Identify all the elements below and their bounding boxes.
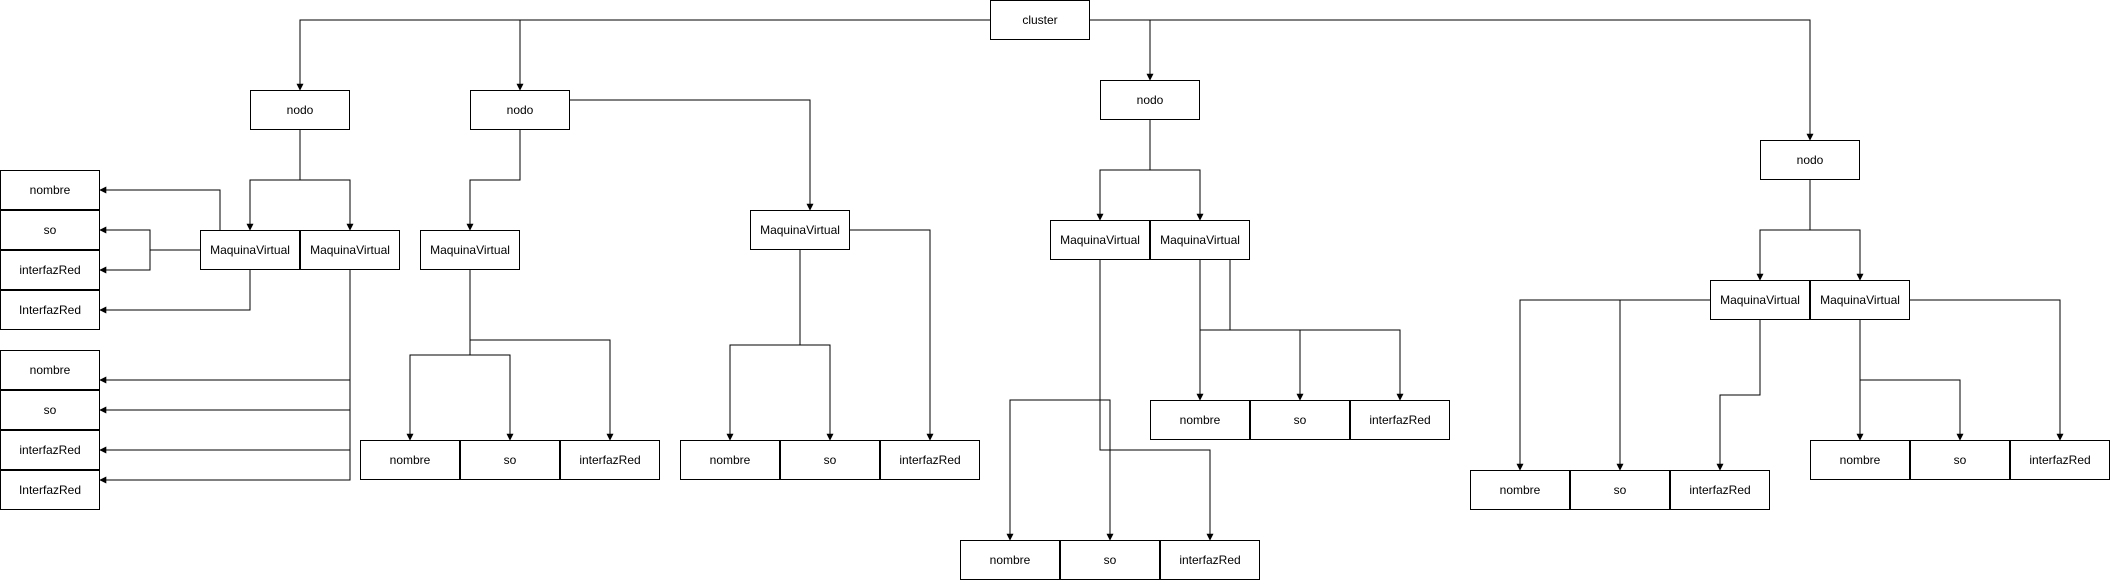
edge-vm4b-h-so [1859, 320, 1964, 441]
edge-cluster-nodo1 [296, 19, 990, 91]
edge-vm1b-b-nombre [99, 270, 351, 384]
attr-interfazred-f[interactable]: interfazRed [1160, 540, 1260, 580]
maquina-virtual-4b[interactable]: MaquinaVirtual [1810, 280, 1910, 320]
attr-nombre-a[interactable]: nombre [0, 170, 100, 210]
edge-vm4a-g-nombre [1516, 299, 1710, 471]
edge-cluster-nodo3 [1090, 19, 1154, 81]
attr-nombre-e[interactable]: nombre [1150, 400, 1250, 440]
edge-nodo1-vm1b [299, 130, 354, 231]
edge-vm3a-f-nombre [1006, 260, 1101, 541]
edge-nodo1-vm1a [246, 130, 301, 231]
edge-vm3a-f-so [1099, 260, 1114, 541]
edge-vm4a-g-so [1616, 299, 1710, 471]
edge-cluster-nodo2 [516, 19, 990, 91]
attr-so-f[interactable]: so [1060, 540, 1160, 580]
attr-nombre-b[interactable]: nombre [0, 350, 100, 390]
attr-interfazred-g[interactable]: interfazRed [1670, 470, 1770, 510]
attr-interfazred-b[interactable]: interfazRed [0, 430, 100, 470]
edge-nodo3-vm3a [1096, 120, 1151, 221]
attr-nombre-c[interactable]: nombre [360, 440, 460, 480]
attr-interfazred-cap-a[interactable]: InterfazRed [0, 290, 100, 330]
connector-lines [99, 19, 2064, 541]
edge-nodo2-vm2b [570, 99, 814, 211]
attr-interfazred-e[interactable]: interfazRed [1350, 400, 1450, 440]
maquina-virtual-3b[interactable]: MaquinaVirtual [1150, 220, 1250, 260]
nodo-node-4[interactable]: nodo [1760, 140, 1860, 180]
nodo-node-2[interactable]: nodo [470, 90, 570, 130]
attr-interfazred-h[interactable]: interfazRed [2010, 440, 2110, 480]
edge-vm1b-b-interfazRed [99, 270, 351, 454]
edge-vm1b-b-so [99, 270, 351, 414]
attr-so-a[interactable]: so [0, 210, 100, 250]
edge-vm3b-e-interfazRed [1229, 260, 1404, 401]
maquina-virtual-1b[interactable]: MaquinaVirtual [300, 230, 400, 270]
edge-nodo4-vm4b [1809, 180, 1864, 281]
edge-vm2a-c-so [469, 270, 514, 441]
attr-nombre-f[interactable]: nombre [960, 540, 1060, 580]
attr-nombre-g[interactable]: nombre [1470, 470, 1570, 510]
edge-vm2b-d-nombre [726, 250, 801, 441]
edge-nodo2-vm2a [466, 130, 521, 231]
attr-interfazred-d[interactable]: interfazRed [880, 440, 980, 480]
edge-vm1a-a-nombre [99, 186, 221, 230]
maquina-virtual-3a[interactable]: MaquinaVirtual [1050, 220, 1150, 260]
nodo-node-3[interactable]: nodo [1100, 80, 1200, 120]
attr-interfazred-c[interactable]: interfazRed [560, 440, 660, 480]
maquina-virtual-1a[interactable]: MaquinaVirtual [200, 230, 300, 270]
attr-interfazred-cap-b[interactable]: InterfazRed [0, 470, 100, 510]
maquina-virtual-2a[interactable]: MaquinaVirtual [420, 230, 520, 270]
edge-vm4b-h-interfazRed [1910, 299, 2064, 441]
edge-vm2a-c-interfazRed [469, 270, 614, 441]
edge-vm3a-f-interfazRed [1099, 260, 1214, 541]
attr-so-b[interactable]: so [0, 390, 100, 430]
edge-nodo4-vm4a [1756, 180, 1811, 281]
maquina-virtual-4a[interactable]: MaquinaVirtual [1710, 280, 1810, 320]
attr-so-h[interactable]: so [1910, 440, 2010, 480]
edge-vm4a-g-interfazRed [1716, 320, 1761, 471]
attr-so-g[interactable]: so [1570, 470, 1670, 510]
edge-vm1a-a-so [99, 226, 200, 251]
edge-cluster-nodo4 [1090, 19, 1814, 141]
edge-vm1a-a-InterfazRed [99, 270, 251, 314]
cluster-node[interactable]: cluster [990, 0, 1090, 40]
attr-nombre-h[interactable]: nombre [1810, 440, 1910, 480]
attr-nombre-d[interactable]: nombre [680, 440, 780, 480]
edge-vm1a-a-interfazRed [99, 250, 151, 274]
attr-interfazred-a[interactable]: interfazRed [0, 250, 100, 290]
edge-nodo3-vm3b [1149, 120, 1204, 221]
attr-so-e[interactable]: so [1250, 400, 1350, 440]
nodo-node-1[interactable]: nodo [250, 90, 350, 130]
edge-vm2a-c-nombre [406, 270, 471, 441]
attr-so-d[interactable]: so [780, 440, 880, 480]
edge-vm1b-b-InterfazRed [99, 270, 351, 484]
edge-vm2b-d-interfazRed [850, 229, 934, 441]
edge-vm2b-d-so [799, 250, 834, 441]
attr-so-c[interactable]: so [460, 440, 560, 480]
maquina-virtual-2b[interactable]: MaquinaVirtual [750, 210, 850, 250]
